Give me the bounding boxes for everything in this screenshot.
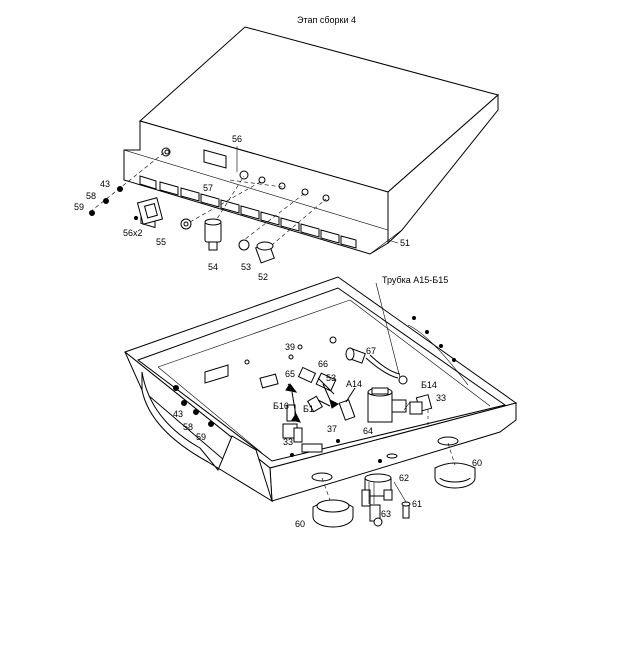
- callout-56-top: 56: [232, 134, 243, 144]
- callout-54: 54: [208, 262, 219, 272]
- bottom-parts: [173, 347, 476, 528]
- callout-33-right: 33: [436, 393, 447, 403]
- terminal-blocks: [139, 175, 357, 249]
- callout-58-bottom: 58: [183, 422, 194, 432]
- callout-56x2: 56x2: [123, 228, 143, 238]
- callout-55: 55: [156, 237, 167, 247]
- callout-b1: Б1: [303, 404, 314, 414]
- callout-65: 65: [285, 369, 296, 379]
- callout-53-top: 53: [241, 262, 252, 272]
- callout-33-left: 33: [283, 437, 294, 447]
- callout-63: 63: [381, 509, 392, 519]
- callout-53-bottom: 53: [326, 373, 337, 383]
- callout-61: 61: [412, 499, 423, 509]
- callout-59-top: 59: [74, 202, 85, 212]
- diagram-title: Этап сборки 4: [297, 15, 357, 25]
- callout-60-left: 60: [295, 519, 306, 529]
- callout-67: 67: [366, 346, 377, 356]
- callout-51: 51: [400, 238, 411, 248]
- callout-37: 37: [327, 424, 338, 434]
- callout-43-top: 43: [100, 179, 111, 189]
- callout-66: 66: [318, 359, 329, 369]
- tube-a15-b15: [365, 282, 469, 386]
- callout-64: 64: [363, 426, 374, 436]
- callout-60-right: 60: [472, 458, 483, 468]
- callout-62: 62: [399, 473, 410, 483]
- callout-58-top: 58: [86, 191, 97, 201]
- top-panel-housing: [123, 26, 500, 255]
- callout-39: 39: [285, 342, 296, 352]
- callout-59-bottom: 59: [196, 432, 207, 442]
- callout-43-bottom: 43: [173, 409, 184, 419]
- callout-57: 57: [203, 183, 214, 193]
- tube-label: Трубка А15-Б15: [382, 275, 449, 285]
- callout-52: 52: [258, 272, 269, 282]
- callout-a14: А14: [346, 379, 363, 389]
- top-small-parts: [89, 186, 275, 264]
- callout-b16: Б16: [273, 401, 289, 411]
- callout-b14: Б14: [421, 380, 437, 390]
